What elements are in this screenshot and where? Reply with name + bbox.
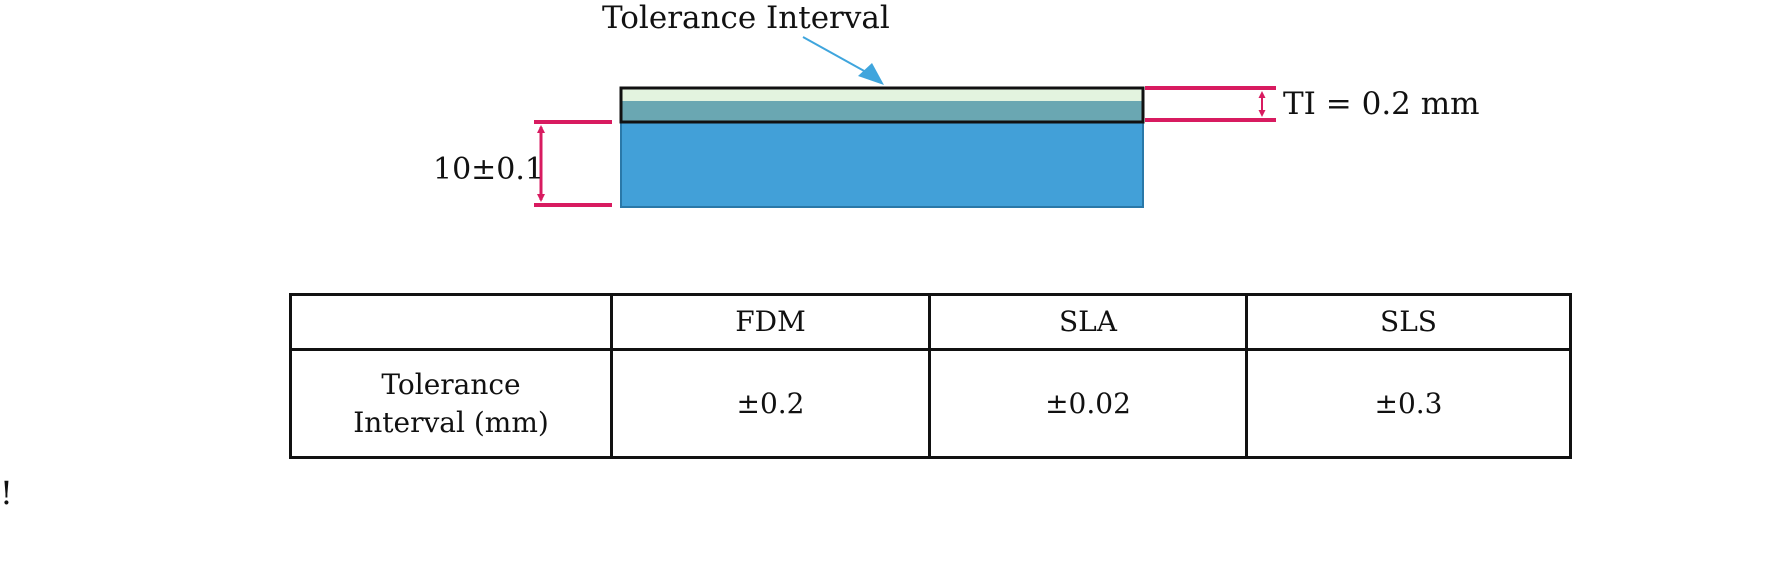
- header-fdm: FDM: [610, 293, 931, 351]
- cell-sls-tolerance: ±0.3: [1245, 348, 1572, 459]
- cell-sla-tolerance: ±0.02: [928, 348, 1248, 459]
- table-corner-cell: [289, 293, 613, 351]
- table-row: Tolerance Interval (mm) ±0.2 ±0.02 ±0.3: [289, 348, 1572, 459]
- part-body: [620, 120, 1144, 208]
- tolerance-pointer-line: [802, 36, 867, 73]
- cell-fdm-tolerance: ±0.2: [610, 348, 931, 459]
- ti-value-label: TI = 0.2 mm: [1283, 86, 1480, 122]
- tolerance-pointer-head: [858, 63, 884, 85]
- nominal-dimension-label: 10±0.1: [433, 152, 545, 187]
- table-header-row: FDM SLA SLS: [289, 293, 1572, 351]
- tolerance-band-lower: [621, 101, 1143, 122]
- header-sla: SLA: [928, 293, 1248, 351]
- tolerance-band-outline: [619, 86, 1145, 124]
- tolerance-interval-label: Tolerance Interval: [602, 0, 890, 36]
- tolerance-band-upper: [621, 88, 1143, 101]
- stray-mark: !: [0, 474, 13, 512]
- tolerance-comparison-table: FDM SLA SLS Tolerance Interval (mm) ±0.2…: [289, 293, 1572, 459]
- row-label-tolerance: Tolerance Interval (mm): [289, 348, 613, 459]
- header-sls: SLS: [1245, 293, 1572, 351]
